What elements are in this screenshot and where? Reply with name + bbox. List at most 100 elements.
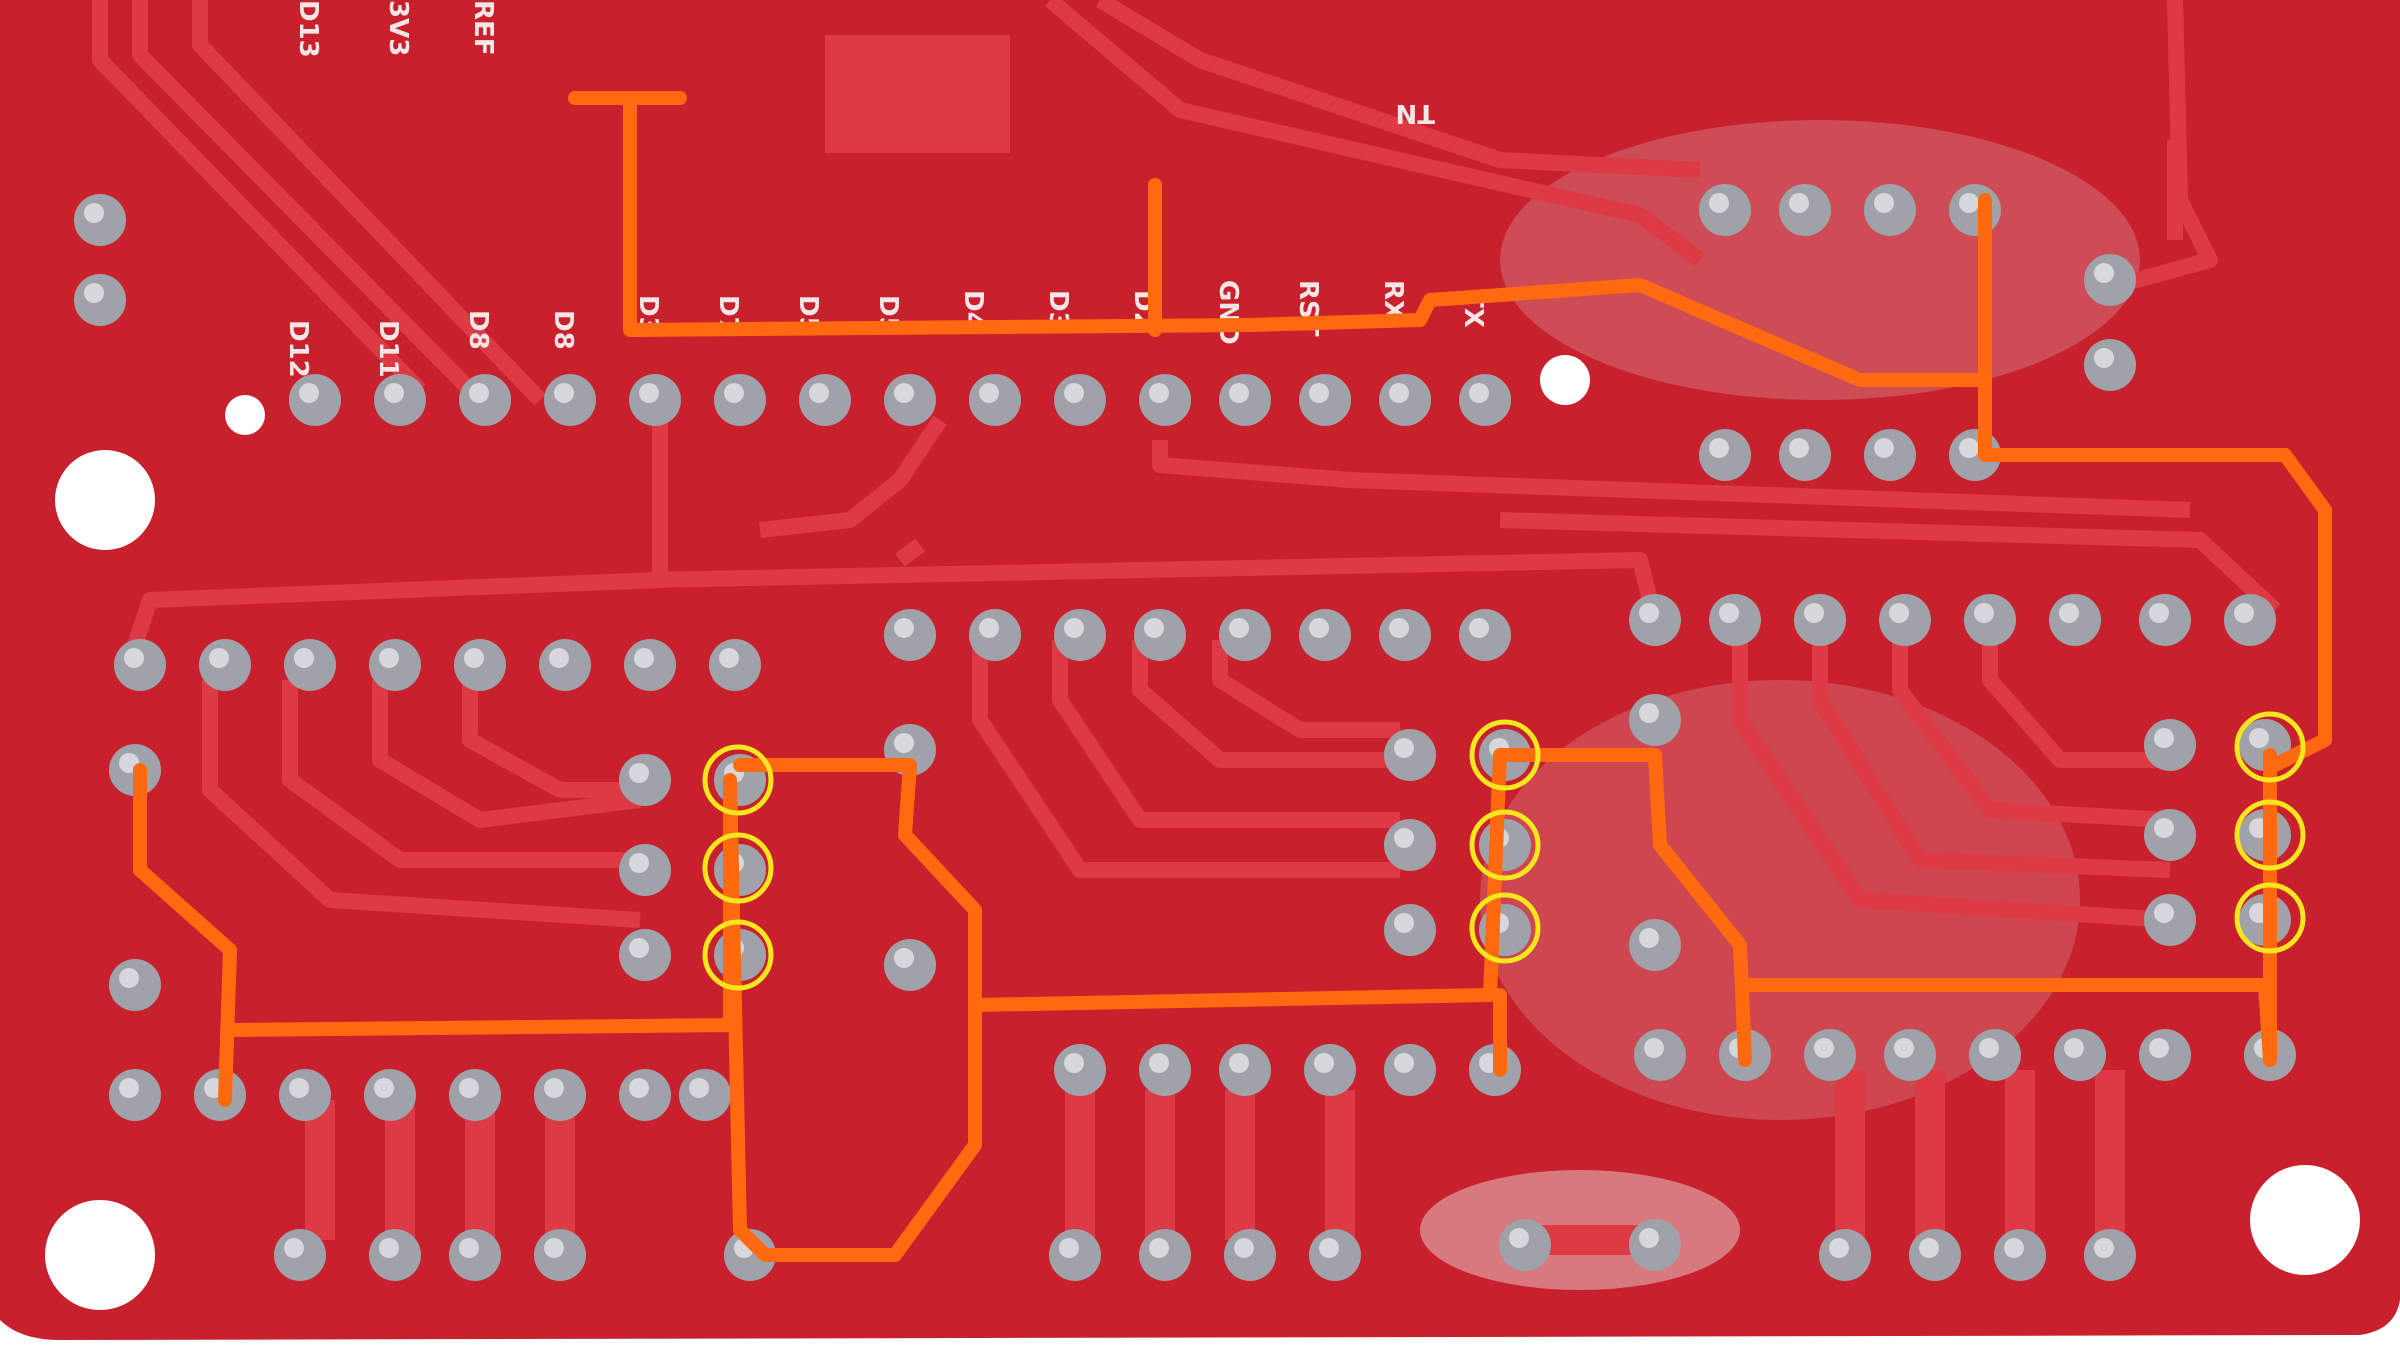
- solder-highlight: [1874, 438, 1894, 458]
- annotation-circle: [2234, 799, 2306, 871]
- solder-highlight: [119, 968, 139, 988]
- solder-highlight: [1469, 618, 1489, 638]
- solder-highlight: [1319, 1238, 1339, 1258]
- solder-highlight: [209, 648, 229, 668]
- solder-highlight: [1789, 193, 1809, 213]
- solder-highlight: [2149, 603, 2169, 623]
- solder-highlight: [2064, 1038, 2084, 1058]
- solder-highlight: [1894, 1038, 1914, 1058]
- solder-highlight: [2094, 263, 2114, 283]
- annotation-path: [968, 748, 2277, 1067]
- solder-highlight: [554, 383, 574, 403]
- annotation-circle: [702, 832, 774, 904]
- solder-highlight: [549, 648, 569, 668]
- copper-pad: [825, 35, 1010, 153]
- solder-highlight: [1389, 618, 1409, 638]
- solder-highlight: [1389, 383, 1409, 403]
- solder-highlight: [379, 648, 399, 668]
- silk-label: REF: [468, 0, 498, 56]
- solder-highlight: [689, 1078, 709, 1098]
- annotation-path: [568, 91, 2332, 772]
- solder-highlight: [639, 383, 659, 403]
- silk-label: RX: [1378, 280, 1408, 320]
- solder-highlight: [1919, 1238, 1939, 1258]
- solder-highlight: [894, 383, 914, 403]
- solder-highlight: [1309, 618, 1329, 638]
- solder-highlight: [634, 648, 654, 668]
- solder-highlight: [1229, 618, 1249, 638]
- annotation-circle: [2234, 882, 2306, 954]
- solder-highlight: [1639, 928, 1659, 948]
- solder-highlight: [1639, 603, 1659, 623]
- solder-highlight: [2234, 603, 2254, 623]
- solder-highlight: [629, 1078, 649, 1098]
- solder-highlight: [1959, 193, 1979, 213]
- solder-highlight: [1789, 438, 1809, 458]
- solder-highlight: [894, 733, 914, 753]
- solder-highlight: [294, 648, 314, 668]
- annotation-circles: [702, 711, 2306, 991]
- solder-highlight: [1509, 1228, 1529, 1248]
- solder-highlight: [2154, 903, 2174, 923]
- solder-highlight: [1314, 1053, 1334, 1073]
- solder-highlight: [629, 853, 649, 873]
- solder-highlight: [2249, 728, 2269, 748]
- solder-highlight: [1064, 618, 1084, 638]
- solder-highlight: [284, 1238, 304, 1258]
- solder-highlight: [464, 648, 484, 668]
- solder-highlight: [1639, 1228, 1659, 1248]
- solder-highlight: [979, 383, 999, 403]
- annotation-circle: [1469, 809, 1541, 881]
- solder-highlight: [299, 383, 319, 403]
- solder-highlight: [459, 1238, 479, 1258]
- solder-highlight: [1149, 1053, 1169, 1073]
- solder-highlight: [1709, 193, 1729, 213]
- solder-highlight: [1709, 438, 1729, 458]
- silk-label: D8: [548, 310, 578, 350]
- solder-highlight: [1394, 913, 1414, 933]
- solder-highlight: [2004, 1238, 2024, 1258]
- solder-joints: [74, 184, 2296, 1281]
- solder-highlight: [629, 763, 649, 783]
- solder-highlight: [1644, 1038, 1664, 1058]
- solder-highlight: [379, 1238, 399, 1258]
- solder-highlight: [1804, 603, 1824, 623]
- solder-highlight: [1229, 1053, 1249, 1073]
- solder-highlight: [1874, 193, 1894, 213]
- solder-highlight: [459, 1078, 479, 1098]
- solder-highlight: [374, 1078, 394, 1098]
- copper-traces: [92, 0, 2281, 928]
- solder-highlight: [544, 1078, 564, 1098]
- silk-label: D12: [283, 320, 313, 378]
- silk-label: 3V3: [383, 0, 413, 56]
- solder-highlight: [1149, 1238, 1169, 1258]
- solder-highlight: [1469, 383, 1489, 403]
- solder-highlight: [1979, 1038, 1999, 1058]
- solder-highlight: [1064, 1053, 1084, 1073]
- solder-highlight: [1394, 738, 1414, 758]
- solder-highlight: [384, 383, 404, 403]
- solder-highlight: [1394, 1053, 1414, 1073]
- mounting-holes: [45, 355, 2360, 1310]
- silk-label: D8: [463, 310, 493, 350]
- solder-highlight: [1889, 603, 1909, 623]
- annotation-circle: [2234, 711, 2306, 783]
- solder-highlight: [979, 618, 999, 638]
- solder-highlight: [469, 383, 489, 403]
- annotation-circle: [702, 744, 774, 816]
- silk-label: D11: [373, 320, 403, 378]
- solder-highlight: [1829, 1238, 1849, 1258]
- solder-highlight: [894, 618, 914, 638]
- solder-highlight: [2094, 348, 2114, 368]
- solder-highlight: [1059, 1238, 1079, 1258]
- solder-highlight: [1719, 603, 1739, 623]
- silkscreen-corner-labels: D13 3V3 REF TN: [293, 0, 1435, 128]
- solder-highlight: [719, 648, 739, 668]
- silk-label: TN: [1396, 98, 1436, 128]
- silk-label: GND: [1213, 280, 1243, 345]
- solder-highlight: [119, 1078, 139, 1098]
- solder-highlight: [1394, 828, 1414, 848]
- annotation-circle: [1469, 892, 1541, 964]
